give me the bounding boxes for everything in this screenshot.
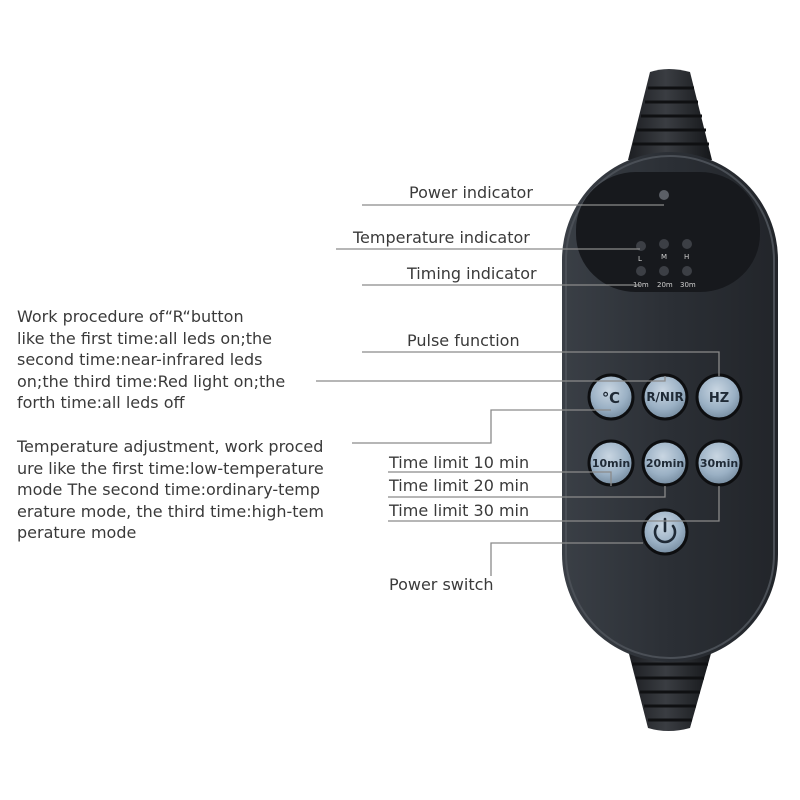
timer-led-20: [659, 266, 669, 276]
leader-temperature-adjust: [352, 409, 611, 444]
r-button-procedure-line: second time:near-infrared leds: [17, 350, 263, 369]
top-cable: [628, 69, 712, 160]
leader-time-20: [388, 486, 666, 498]
power-indicator-led: [659, 190, 669, 200]
timer-led-10: [636, 266, 646, 276]
label-pulse-function: Pulse function: [407, 331, 520, 350]
r-button-procedure-line: Work procedure of“R“button: [17, 307, 244, 326]
temperature-procedure-line: perature mode: [17, 523, 137, 542]
leader-power-switch: [490, 542, 643, 576]
timer-30min-button[interactable]: 30min: [695, 439, 743, 487]
hz-button[interactable]: HZ: [695, 373, 743, 421]
timer-30min-label: 30min: [700, 457, 738, 470]
temperature-procedure-line: mode The second time:ordinary-temp: [17, 480, 321, 499]
label-time-limit-30: Time limit 30 min: [389, 501, 530, 520]
temp-led-high: [682, 239, 692, 249]
hz-button-label: HZ: [709, 391, 729, 406]
timer-20min-button[interactable]: 20min: [641, 439, 689, 487]
label-timing-indicator: Timing indicator: [407, 264, 537, 283]
temperature-procedure-line: ure like the first time:low-temperature: [17, 458, 324, 478]
temp-letter-h: H: [684, 253, 689, 261]
celsius-button[interactable]: ℃: [587, 373, 635, 421]
leader-time-30: [388, 486, 720, 522]
temp-led-mid: [659, 239, 669, 249]
temperature-procedure: Temperature adjustment, work proced ure …: [17, 436, 324, 544]
temp-letter-l: L: [638, 255, 642, 263]
temp-letter-m: M: [661, 253, 667, 261]
leader-r-button: [316, 376, 666, 382]
leader-pulse-function: [362, 351, 720, 376]
timer-10min-button[interactable]: 10min: [587, 439, 635, 487]
r-button-procedure: Work procedure of“R“button like the firs…: [17, 306, 285, 414]
r-nir-button[interactable]: R/NIR: [641, 373, 689, 421]
leader-time-10: [388, 471, 612, 486]
label-temperature-indicator: Temperature indicator: [353, 228, 530, 247]
temperature-procedure-line: erature mode, the third time:high-tem: [17, 501, 324, 521]
label-power-switch: Power switch: [389, 575, 494, 594]
r-button-procedure-line: forth time:all leds off: [17, 393, 185, 412]
label-time-limit-10: Time limit 10 min: [389, 453, 530, 472]
temperature-procedure-line: Temperature adjustment, work proced: [17, 437, 324, 456]
label-time-limit-20: Time limit 20 min: [389, 476, 530, 495]
celsius-button-label: ℃: [602, 389, 620, 407]
timer-10min-label: 10min: [592, 457, 630, 470]
timer-led-30: [682, 266, 692, 276]
r-button-procedure-line: like the first time:all leds on;the: [17, 328, 272, 348]
timer-mark-20: 20m: [657, 281, 673, 289]
bottom-cable: [628, 650, 712, 731]
indicator-panel: [576, 172, 760, 292]
timer-mark-10: 10m: [633, 281, 649, 289]
timer-mark-30: 30m: [680, 281, 696, 289]
r-nir-button-label: R/NIR: [646, 390, 683, 404]
timer-20min-label: 20min: [646, 457, 684, 470]
r-button-procedure-line: on;the third time:Red light on;the: [17, 371, 286, 391]
label-power-indicator: Power indicator: [409, 183, 533, 202]
